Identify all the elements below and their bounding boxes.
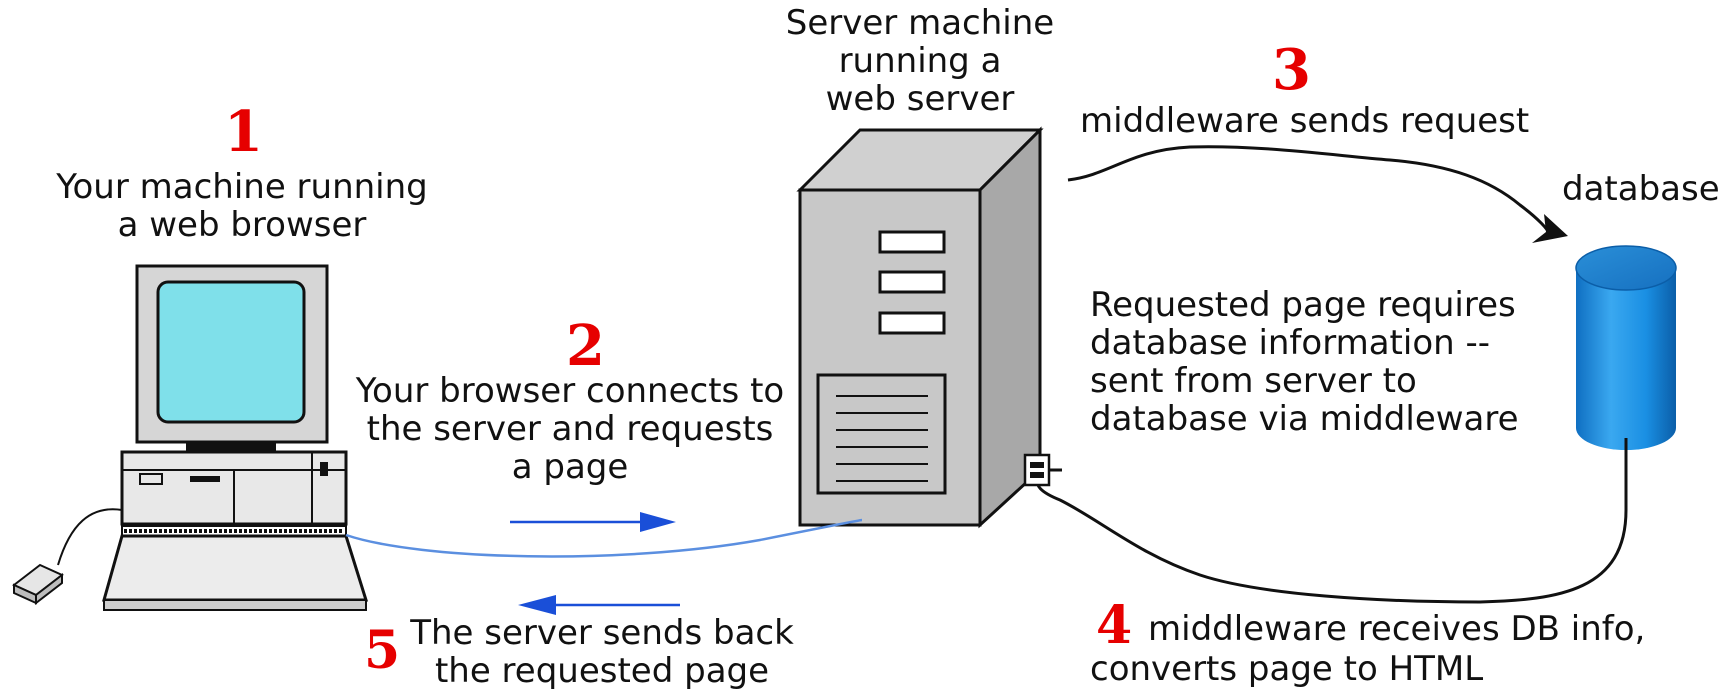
middleware-note-line-1: Requested page requires (1090, 285, 1516, 325)
step-2-number: 2 (566, 313, 605, 379)
step-3-number: 3 (1272, 37, 1311, 103)
middleware-note: Requested page requires database informa… (1090, 286, 1519, 438)
server-label: Server machine running a web server (770, 4, 1070, 118)
step-5-label: The server sends back the requested page (392, 614, 812, 690)
middleware-note-line-4: database via middleware (1090, 399, 1519, 439)
step-2-line-1: Your browser connects to (355, 371, 785, 411)
server-label-line-2: running a (838, 41, 1002, 81)
step-1-line-1: Your machine running (56, 167, 428, 207)
request-arrowhead (1532, 214, 1568, 243)
server-label-line-1: Server machine (785, 3, 1055, 43)
step-2-line-3: a page (511, 447, 629, 487)
database-cylinder-icon (1575, 245, 1677, 450)
middleware-note-line-3: sent from server to (1090, 361, 1417, 401)
step-1-number: 1 (224, 99, 263, 165)
step-5-line-1: The server sends back (410, 613, 794, 653)
connector-plug-icon (1023, 453, 1062, 487)
server-label-line-3: web server (825, 79, 1015, 119)
step-2-label: Your browser connects to the server and … (330, 372, 810, 486)
network-cable (345, 518, 863, 558)
mouse-icon (12, 508, 123, 606)
request-arrow (510, 512, 676, 532)
step-5-number: 5 (364, 620, 401, 681)
step-4-line-2: converts page to HTML (1090, 649, 1484, 689)
client-computer-icon (102, 264, 369, 611)
database-label: database (1562, 169, 1720, 209)
response-line (1035, 438, 1628, 604)
middleware-note-line-2: database information -- (1090, 323, 1491, 363)
step-5-line-2: the requested page (434, 651, 770, 691)
request-line (1067, 145, 1550, 233)
response-arrow (518, 595, 680, 615)
server-tower-icon (796, 126, 1044, 529)
step-2-line-2: the server and requests (366, 409, 774, 449)
step-4-number: 4 (1096, 595, 1133, 656)
step-1-line-2: a web browser (117, 205, 367, 245)
step-1-label: Your machine running a web browser (52, 168, 432, 244)
step-4-line-1: middleware receives DB info, (1148, 609, 1646, 649)
step-3-label: middleware sends request (1080, 101, 1530, 141)
